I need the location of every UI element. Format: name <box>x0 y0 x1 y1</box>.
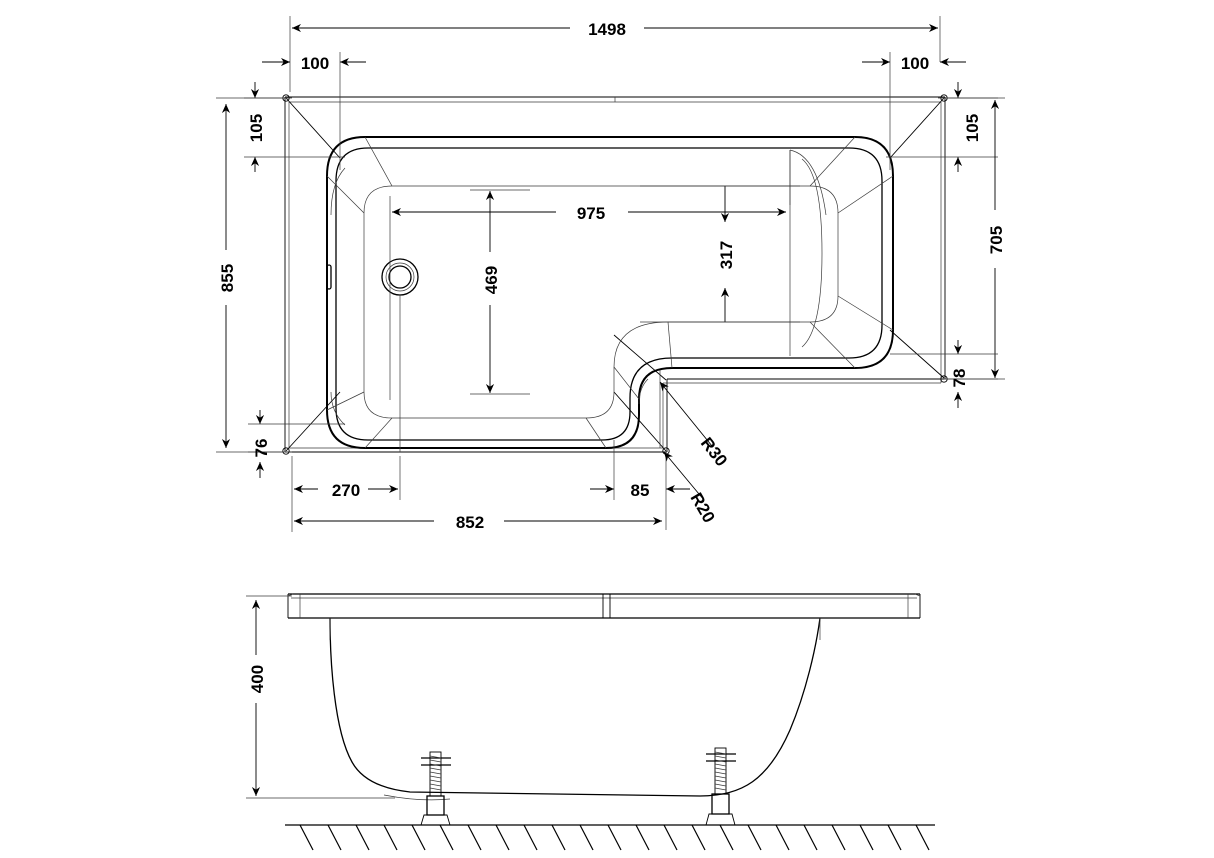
dim-label-height: 400 <box>248 665 267 693</box>
dim-label-inner-length: 975 <box>577 204 605 223</box>
bath-body-outline <box>326 136 894 449</box>
adjustable-foot-right <box>705 747 736 826</box>
drain-hole <box>381 258 419 452</box>
dim-label-left-inset-top: 100 <box>301 54 329 73</box>
dim-label-shower-end-width: 317 <box>717 241 736 269</box>
dim-right-width: 705 <box>944 97 1006 380</box>
top-view: 1498 100 100 105 <box>216 16 1006 532</box>
dim-label-radius-large: R30 <box>697 434 731 470</box>
overflow-slot <box>326 264 332 290</box>
bath-inner-rim <box>335 147 883 441</box>
front-leaders <box>329 618 821 640</box>
dim-label-left-corner-offset: 105 <box>247 114 266 142</box>
dim-label-overall-length: 1498 <box>588 20 626 39</box>
dim-radius-large: R30 <box>659 381 731 470</box>
dim-label-overall-width: 855 <box>218 264 237 292</box>
dim-left-corner-offset: 105 <box>244 82 345 172</box>
dim-right-inset-top: 100 <box>862 52 966 170</box>
dim-label-right-corner-offset: 105 <box>963 114 982 142</box>
dim-left-foot-offset: 270 <box>291 456 401 500</box>
dim-lower-length: 852 <box>291 500 662 532</box>
dim-label-lower-length: 852 <box>456 513 484 532</box>
adjustable-foot-left <box>420 751 451 826</box>
dim-label-right-bottom-offset: 78 <box>950 369 969 388</box>
front-rim <box>287 593 921 619</box>
dim-label-right-inset-top: 100 <box>901 54 929 73</box>
dim-height: 400 <box>246 595 395 799</box>
dim-shower-end-width: 317 <box>640 185 800 323</box>
dim-label-right-width: 705 <box>987 226 1006 254</box>
dim-overall-width: 855 <box>216 97 284 453</box>
front-body-profile <box>329 617 821 801</box>
dim-inner-length: 975 <box>389 150 791 400</box>
dim-step-offset: 85 <box>590 440 690 530</box>
dim-label-bath-end-width: 469 <box>482 266 501 294</box>
dim-overall-length: 1498 <box>289 16 941 92</box>
bowl-wall-transitions <box>326 136 894 449</box>
left-end-detail <box>326 167 346 426</box>
shower-end-detail <box>789 149 827 356</box>
dim-label-step-offset: 85 <box>631 481 650 500</box>
plan-outer-rim <box>284 96 946 453</box>
dim-label-radius-small: R20 <box>687 490 719 527</box>
dim-label-left-foot-offset: 270 <box>332 481 360 500</box>
dim-right-bottom-offset: 78 <box>890 340 998 408</box>
dim-left-inset-top: 100 <box>262 52 366 170</box>
dim-left-bottom-offset: 76 <box>248 410 345 478</box>
front-view: 400 <box>246 593 935 851</box>
dim-label-left-bottom-offset: 76 <box>252 439 271 458</box>
floor-line <box>285 824 935 851</box>
dim-bath-end-width: 469 <box>470 189 530 395</box>
